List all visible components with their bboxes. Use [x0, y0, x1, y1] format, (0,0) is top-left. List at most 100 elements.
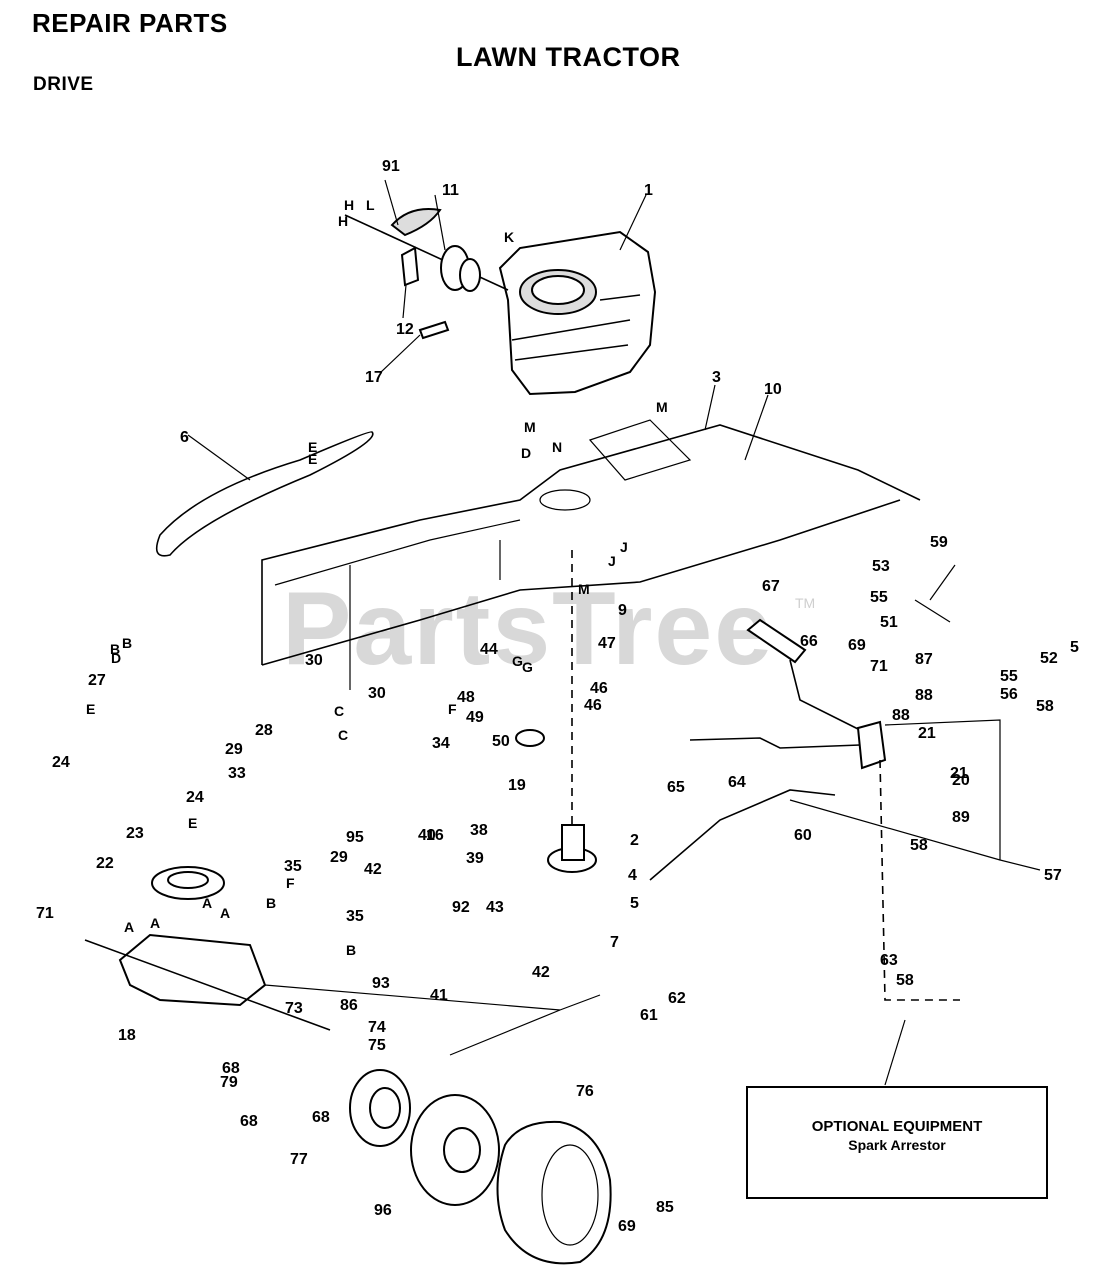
callout-71: 71: [36, 905, 54, 922]
callout-10: 10: [764, 381, 782, 398]
ref-letter-J: J: [620, 539, 628, 555]
ref-letter-F: F: [286, 875, 295, 891]
ref-letter-H: H: [344, 197, 354, 213]
callout-30: 30: [305, 652, 323, 669]
callout-49: 49: [466, 709, 484, 726]
ref-letter-B: B: [110, 641, 120, 657]
callout-33: 33: [228, 765, 246, 782]
callout-42: 42: [364, 861, 382, 878]
page-title: LAWN TRACTOR: [456, 42, 681, 72]
ref-letter-G: G: [522, 659, 533, 675]
callout-30: 30: [368, 685, 386, 702]
repair-parts-heading: REPAIR PARTS: [32, 8, 228, 38]
callout-71: 71: [870, 658, 888, 675]
callout-87: 87: [915, 651, 933, 668]
callout-38: 38: [470, 822, 488, 839]
callout-5: 5: [630, 895, 639, 912]
callout-79: 79: [220, 1074, 238, 1091]
callout-76: 76: [576, 1083, 594, 1100]
ref-letter-L: L: [366, 197, 375, 213]
shift-rod-parts: [649, 618, 887, 881]
ref-letter-C: C: [338, 727, 348, 743]
callout-29: 29: [225, 741, 243, 758]
optional-equipment-subtitle: Spark Arrestor: [848, 1137, 946, 1153]
ref-letter-M: M: [656, 399, 668, 415]
callout-58: 58: [896, 972, 914, 989]
callout-66: 66: [800, 633, 818, 650]
callout-16: 16: [426, 827, 444, 844]
ref-letter-A: A: [150, 915, 160, 931]
callout-35: 35: [284, 858, 302, 875]
callout-5: 5: [1070, 639, 1079, 656]
callout-59: 59: [930, 534, 948, 551]
callout-19: 19: [508, 777, 526, 794]
callout-58: 58: [910, 837, 928, 854]
callout-51: 51: [880, 614, 898, 631]
callout-86: 86: [340, 997, 358, 1014]
ref-letter-B: B: [122, 635, 132, 651]
callout-40: 40: [418, 827, 436, 844]
drive-belt-part: [155, 431, 374, 557]
callout-22: 22: [96, 855, 114, 872]
callout-35: 35: [346, 908, 364, 925]
optional-equipment-title: OPTIONAL EQUIPMENT: [811, 1118, 983, 1135]
watermark-text: PartsTree: [282, 571, 775, 687]
callout-46: 46: [584, 697, 602, 714]
ref-letter-B: B: [266, 895, 276, 911]
callout-44: 44: [480, 641, 498, 658]
ref-letter-A: A: [220, 905, 230, 921]
ref-letter-J: J: [608, 553, 616, 569]
ref-letter-H: H: [338, 213, 348, 229]
ref-letter-E: E: [86, 701, 95, 717]
callout-12: 12: [396, 321, 414, 338]
callout-69: 69: [848, 637, 866, 654]
callout-39: 39: [466, 850, 484, 867]
callout-57: 57: [1044, 867, 1062, 884]
callout-63: 63: [880, 952, 898, 969]
callout-77: 77: [290, 1151, 308, 1168]
callout-55: 55: [1000, 668, 1018, 685]
callout-7: 7: [610, 934, 619, 951]
callout-21: 21: [950, 765, 968, 782]
ref-letter-M: M: [578, 581, 590, 597]
callout-73: 73: [285, 1000, 303, 1017]
callout-96: 96: [374, 1202, 392, 1219]
callout-91: 91: [382, 158, 400, 175]
callout-17: 17: [365, 369, 383, 386]
callout-24: 24: [186, 789, 204, 806]
callout-69: 69: [618, 1218, 636, 1235]
ref-letter-C: C: [334, 703, 344, 719]
callout-68: 68: [222, 1060, 240, 1077]
ref-letter-B: B: [346, 942, 356, 958]
callout-11: 11: [442, 182, 459, 199]
callout-48: 48: [457, 689, 475, 706]
callout-21: 21: [918, 725, 936, 742]
callout-85: 85: [656, 1199, 674, 1216]
callout-18: 18: [118, 1027, 136, 1044]
callout-1: 1: [644, 182, 653, 199]
callout-27: 27: [88, 672, 106, 689]
callout-28: 28: [255, 722, 273, 739]
callout-46: 46: [590, 680, 608, 697]
callout-60: 60: [794, 827, 812, 844]
crankshaft-pulley-part: [344, 208, 509, 340]
ref-letter-E: E: [308, 439, 317, 455]
engine-part: [498, 230, 657, 396]
callout-24: 24: [52, 754, 70, 771]
callout-74: 74: [368, 1019, 386, 1036]
ref-letter-E: E: [308, 451, 317, 467]
callout-29: 29: [330, 849, 348, 866]
rear-wheel-assembly: [349, 1069, 612, 1265]
callout-2: 2: [630, 832, 639, 849]
callout-41: 41: [430, 987, 448, 1004]
callout-95: 95: [346, 829, 364, 846]
ref-letter-N: N: [552, 439, 562, 455]
callout-42: 42: [532, 964, 550, 981]
callout-53: 53: [872, 558, 890, 575]
frame-outline: [261, 419, 921, 690]
ref-letter-F: F: [448, 701, 457, 717]
callout-61: 61: [640, 1007, 658, 1024]
